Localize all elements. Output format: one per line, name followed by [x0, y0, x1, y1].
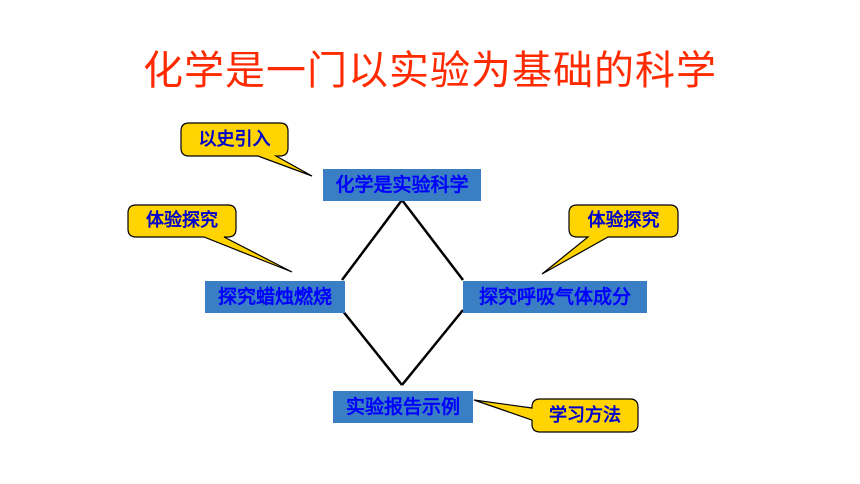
- callout-experience-right-label: 体验探究: [587, 210, 660, 231]
- connector-top-right: [401, 199, 464, 281]
- callout-experience-left-label: 体验探究: [146, 210, 218, 231]
- page-title: 化学是一门以实验为基础的科学: [143, 48, 717, 94]
- node-top: 化学是实验科学: [323, 169, 481, 201]
- callout-method-label: 学习方法: [549, 405, 621, 426]
- node-right: 探究呼吸气体成分: [463, 281, 647, 313]
- callout-experience-right-shape: [541, 204, 679, 275]
- connector-top-left: [341, 199, 403, 281]
- callout-experience-left-shape: [127, 204, 293, 273]
- diamond-connectors: [341, 199, 464, 386]
- callout-history-shape: [180, 122, 313, 177]
- callout-history-label: 以史引入: [198, 129, 271, 150]
- connector-right-bottom: [401, 309, 464, 386]
- node-bottom: 实验报告示例: [333, 391, 473, 423]
- connector-left-bottom: [341, 309, 403, 386]
- callout-method-shape: [473, 398, 639, 433]
- node-left: 探究蜡烛燃烧: [205, 281, 345, 313]
